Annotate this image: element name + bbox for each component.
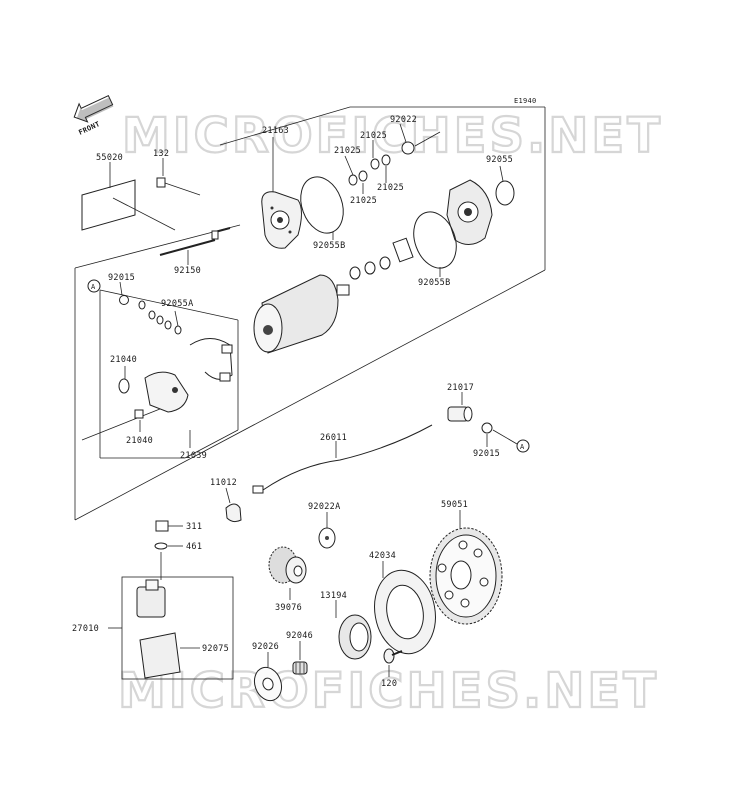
brush-spring-21040-lower-part (134, 409, 144, 419)
starter-gear-59051-part (429, 527, 503, 625)
label-311: 311 (186, 522, 202, 532)
label-21025-top: 21025 (360, 131, 387, 141)
washer-92022-part (401, 141, 415, 155)
cable-terminal-icon (252, 485, 264, 494)
label-59051: 59051 (441, 500, 468, 510)
clutch-holder-42034-part (374, 569, 436, 655)
label-92055b-upper: 92055B (313, 241, 346, 251)
label-21025-left: 21025 (334, 146, 361, 156)
label-21040-lower: 21040 (126, 436, 153, 446)
front-label: FRONT (77, 120, 101, 137)
label-55020-part (81, 179, 136, 231)
starter-relay-27010-part (136, 579, 181, 679)
nut-92015-upper-part (119, 295, 129, 305)
label-132: 132 (153, 149, 169, 159)
brush-spring-21040-upper-part (118, 378, 130, 394)
terminal-cap-11012-part (225, 503, 242, 523)
bolt-132-part (156, 177, 201, 196)
washer-set-92055a-part (138, 300, 182, 335)
label-42034: 42034 (369, 551, 396, 561)
label-21025-bottom: 21025 (350, 196, 377, 206)
o-ring-92055b-upper-part (300, 176, 344, 234)
label-120: 120 (381, 679, 397, 689)
label-13194: 13194 (320, 591, 347, 601)
label-39076: 39076 (275, 603, 302, 613)
terminal-21017-part (447, 406, 473, 422)
ref-a-circle-upper (87, 279, 101, 293)
brush-holder-frame (81, 289, 239, 459)
rear-cover-part (446, 179, 493, 245)
label-461: 461 (186, 542, 202, 552)
label-92055a: 92055A (161, 299, 194, 309)
label-92150: 92150 (174, 266, 201, 276)
diagram-code: E1940 (514, 97, 537, 105)
label-92015-upper: 92015 (108, 273, 135, 283)
o-ring-92055b-lower-part (413, 211, 457, 269)
brush-holder-21039-part (144, 338, 233, 413)
label-92055b-lower: 92055B (418, 278, 451, 288)
o-ring-92055-part (495, 180, 515, 206)
label-92015-lower: 92015 (473, 449, 500, 459)
nut-92015-lower-part (481, 422, 493, 434)
front-cover-21163-part (261, 191, 302, 249)
starter-cable-26011-part (262, 424, 433, 491)
label-21039: 21039 (180, 451, 207, 461)
motor-yoke-part (253, 274, 350, 354)
label-21017: 21017 (447, 383, 474, 393)
one-way-clutch-13194-part (338, 614, 372, 660)
label-92055: 92055 (486, 155, 513, 165)
nut-311-part (155, 520, 169, 532)
label-92022a: 92022A (308, 502, 341, 512)
front-arrow-icon (73, 94, 114, 123)
ref-a-lower-text: A (520, 443, 525, 451)
shim-stack-part (349, 237, 414, 280)
label-11012: 11012 (210, 478, 237, 488)
ref-a-upper-text: A (91, 283, 96, 291)
ref-a-circle-lower (516, 439, 530, 453)
needle-bearing-92046-part (292, 661, 308, 675)
label-21163: 21163 (262, 126, 289, 136)
watermark-bottom: MICROFICHES.NET (118, 663, 659, 719)
label-92022: 92022 (390, 115, 417, 125)
starter-assembly-frame (74, 106, 546, 521)
label-55020: 55020 (96, 153, 123, 163)
label-26011: 26011 (320, 433, 347, 443)
label-92075: 92075 (202, 644, 229, 654)
label-92026: 92026 (252, 642, 279, 652)
idle-gear-39076-part (268, 546, 307, 584)
washer-stack-21025-part (348, 154, 391, 186)
label-27010: 27010 (72, 624, 99, 634)
watermark-top: MICROFICHES.NET (122, 108, 663, 164)
washer-461-part (154, 542, 168, 550)
label-92046: 92046 (286, 631, 313, 641)
bolt-120-part (383, 648, 403, 664)
label-21025-right: 21025 (377, 183, 404, 193)
bolt-92150-part (159, 227, 231, 256)
label-21040-upper: 21040 (110, 355, 137, 365)
